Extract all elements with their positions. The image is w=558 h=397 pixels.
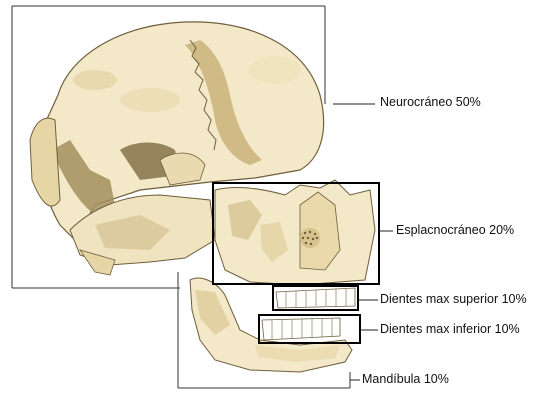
lower-teeth <box>262 318 340 340</box>
label-mandibula: Mandíbula 10% <box>362 372 449 386</box>
label-dientes-superior: Dientes max superior 10% <box>380 292 527 306</box>
skull-face <box>215 180 375 285</box>
label-neurocraneo: Neurocráneo 50% <box>380 95 481 109</box>
label-esplacnocraneo: Esplacnocráneo 20% <box>396 223 514 237</box>
upper-teeth <box>276 288 355 308</box>
label-dientes-inferior: Dientes max inferior 10% <box>380 322 520 336</box>
